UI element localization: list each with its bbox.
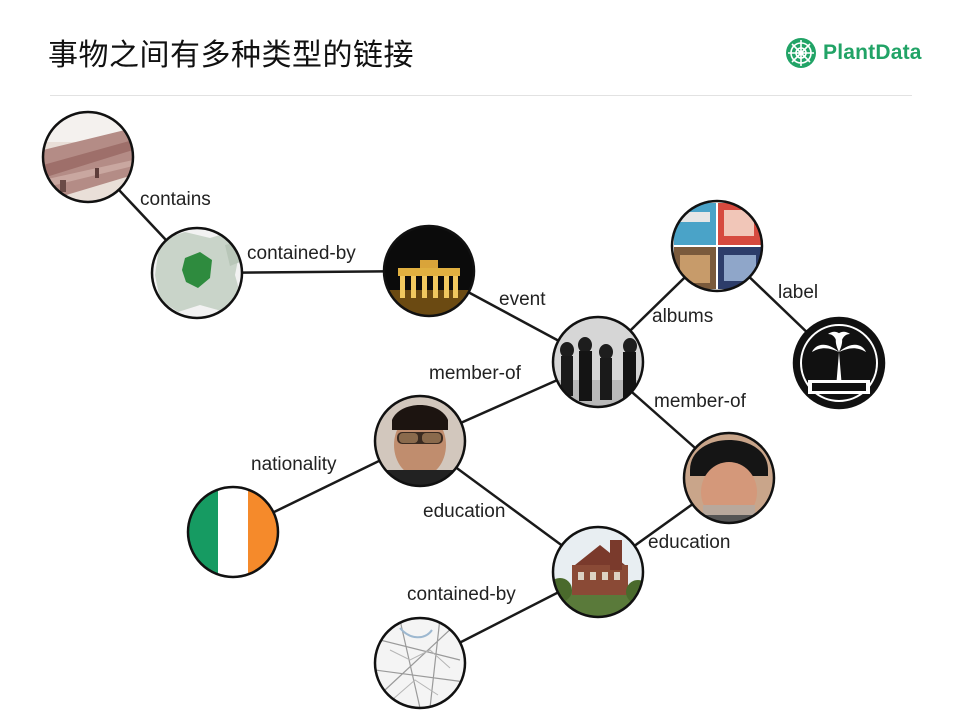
edge-label-member-of-bono: member-of <box>429 363 522 384</box>
edge-label-education-bono: education <box>423 501 505 522</box>
band-photo-icon <box>551 315 645 409</box>
edge-label-contained-by-germany: contained-by <box>247 243 356 264</box>
brandenburg-gate-icon <box>382 224 476 318</box>
node-ireland-flag <box>186 485 280 579</box>
street-map-icon <box>373 616 467 710</box>
album-covers-icon <box>670 199 764 293</box>
node-germany-map <box>150 226 244 320</box>
edge-label-label: label <box>778 282 818 303</box>
brand-name: PlantData <box>823 41 922 64</box>
island-logo-icon <box>792 316 886 410</box>
brand-logo: PlantData <box>785 36 922 70</box>
node-u2-band <box>551 315 645 409</box>
node-bono <box>373 394 467 488</box>
edge-label-education-edge: education <box>648 532 730 553</box>
spider-web-logo-icon <box>786 38 816 68</box>
school-building-icon <box>551 525 645 619</box>
title-divider <box>50 95 912 96</box>
node-brandenburg-gate <box>382 224 476 318</box>
node-albums <box>670 199 764 293</box>
irish-flag-icon <box>186 485 280 579</box>
edge-label-contained-by-school: contained-by <box>407 584 516 605</box>
node-the-edge <box>682 431 776 525</box>
node-berlin-wall <box>41 110 135 204</box>
edge-label-contains: contains <box>140 189 211 210</box>
berlin-wall-photo-icon <box>41 110 135 204</box>
node-city-map <box>373 616 467 710</box>
slide-title: 事物之间有多种类型的链接 <box>48 38 414 73</box>
edge-label-event: event <box>499 289 546 310</box>
europe-map-icon <box>150 226 244 320</box>
edge-labels: contains contained-by event albums label… <box>140 189 818 605</box>
node-island-records <box>792 316 886 410</box>
bono-portrait-icon <box>373 394 467 488</box>
edge-label-member-of-edge: member-of <box>654 391 747 412</box>
edge-label-nationality: nationality <box>251 454 337 475</box>
edge-portrait-icon <box>682 431 776 525</box>
edge-label-albums: albums <box>652 306 713 327</box>
node-school <box>551 525 645 619</box>
